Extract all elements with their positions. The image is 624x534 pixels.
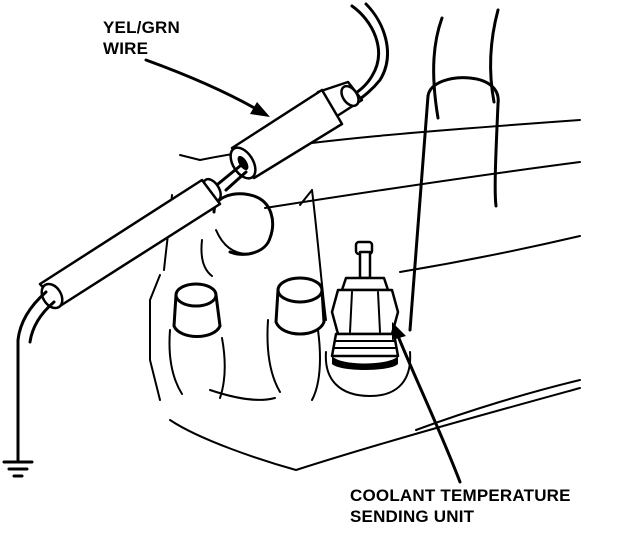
sensor-label-line2: SENDING UNIT (350, 507, 475, 526)
wire-label-line2: WIRE (103, 39, 149, 58)
engine-boss-center (266, 276, 326, 401)
wire-callout-label: YEL/GRN WIRE (103, 17, 180, 59)
engine-block-outline (149, 8, 581, 471)
sensor-callout-label: COOLANT TEMPERATURE SENDING UNIT (350, 485, 571, 527)
wire-label-line1: YEL/GRN (103, 18, 180, 37)
engine-boss-lower-left (168, 282, 226, 399)
yel-grn-wire (16, 2, 389, 462)
engine-boss-left (200, 192, 275, 277)
wire-leader-arrow (144, 58, 270, 117)
sensor-leader-arrow (392, 322, 462, 484)
coolant-temperature-sending-unit (324, 240, 412, 397)
sensor-label-line1: COOLANT TEMPERATURE (350, 486, 571, 505)
ground-symbol-icon (2, 460, 34, 478)
